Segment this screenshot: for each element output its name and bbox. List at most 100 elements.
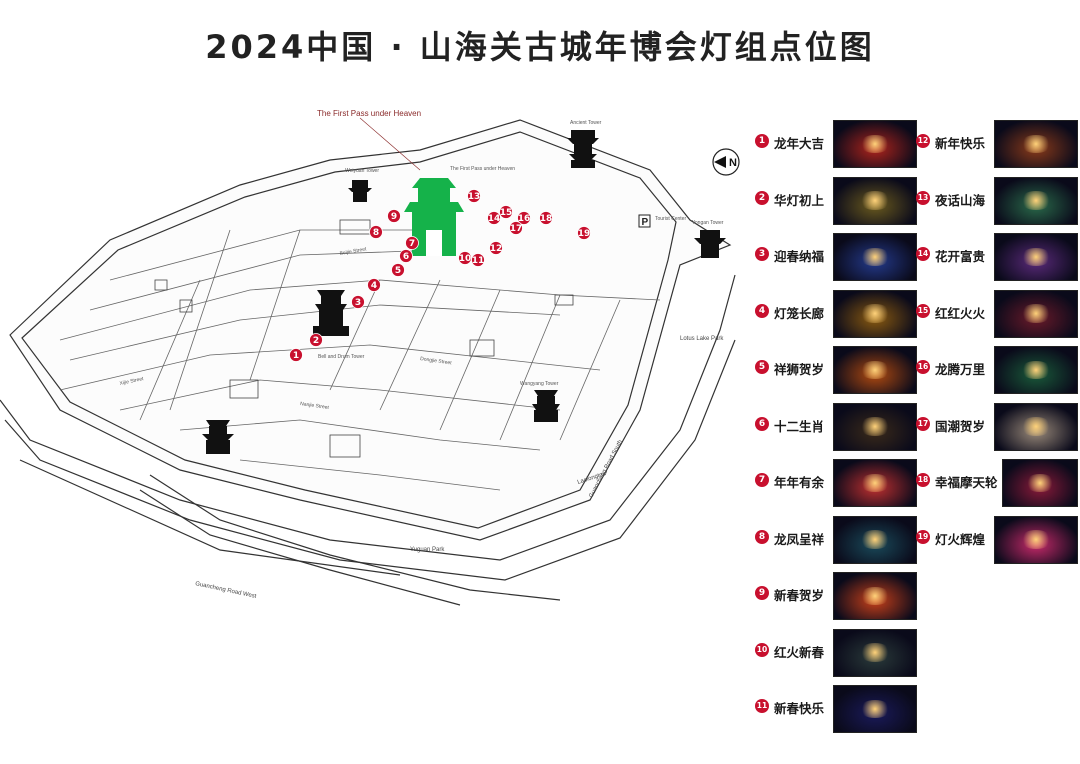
map-pin-5[interactable]: 5 (391, 263, 405, 277)
map-pin-13[interactable]: 13 (467, 189, 481, 203)
lantern-glow (858, 473, 892, 493)
road-label-west: Guancheng Road West (195, 581, 257, 600)
map-pin-3[interactable]: 3 (351, 295, 365, 309)
map-pin-number: 6 (403, 252, 409, 262)
old-town-map[interactable]: N P The First Pass under Heaven Guanchen… (0, 80, 740, 764)
legend-label: 新春快乐 (774, 701, 825, 716)
map-pin-8[interactable]: 8 (369, 225, 383, 239)
lantern-glow (858, 247, 892, 267)
map-pin-circle[interactable] (539, 211, 553, 225)
map-pin-number: 19 (578, 229, 591, 239)
map-pin-circle[interactable] (487, 211, 501, 225)
lantern-glow (858, 360, 892, 380)
map-pin-circle[interactable] (467, 189, 481, 203)
map-pin-15[interactable]: 15 (499, 205, 513, 219)
lantern-glow (858, 417, 892, 436)
map-pin-circle[interactable] (351, 295, 365, 309)
map-pin-circle[interactable] (367, 278, 381, 292)
legend-label: 夜话山海 (935, 192, 986, 208)
map-pin-circle[interactable] (369, 225, 383, 239)
map-pin-11[interactable]: 11 (471, 253, 485, 267)
legend-lantern-photo (1002, 459, 1078, 507)
map-pin-circle[interactable] (517, 211, 531, 225)
map-pin-number: 14 (488, 214, 501, 224)
map-pin-circle[interactable] (499, 205, 513, 219)
map-pin-2[interactable]: 2 (309, 333, 323, 347)
legend-label: 花开富贵 (935, 249, 986, 264)
legend-number-badge: 18 (916, 473, 930, 487)
map-pin-9[interactable]: 9 (387, 209, 401, 223)
legend-label: 红火新春 (774, 644, 825, 660)
map-pin-number: 11 (472, 256, 485, 266)
map-pin-number: 4 (371, 281, 377, 291)
map-pin-circle[interactable] (399, 249, 413, 263)
map-pin-7[interactable]: 7 (405, 236, 419, 250)
legend-lantern-photo (833, 176, 917, 225)
legend-number-badge: 9 (755, 586, 769, 600)
map-label-nanjie: Nanjie Street (300, 401, 330, 411)
map-pin-18[interactable]: 18 (539, 211, 553, 225)
legend-lantern-photo (833, 685, 917, 733)
map-pin-circle[interactable] (577, 226, 591, 240)
map-pin-19[interactable]: 19 (577, 226, 591, 240)
city-wall (0, 119, 736, 606)
parking-label: P (642, 217, 649, 228)
legend-label: 新春贺岁 (774, 588, 825, 603)
map-pin-circle[interactable] (391, 263, 405, 277)
map-pin-circle[interactable] (489, 241, 503, 255)
map-pin-number: 3 (355, 298, 361, 308)
map-pin-circle[interactable] (289, 348, 303, 362)
legend-lantern-photo (994, 176, 1078, 225)
lantern-glow (858, 304, 892, 323)
map-pin-number: 15 (500, 208, 513, 218)
legend-lantern-photo (833, 233, 917, 281)
parking-sign: P (638, 214, 651, 228)
map-pin-17[interactable]: 17 (509, 221, 523, 235)
map-pin-6[interactable]: 6 (399, 249, 413, 263)
legend-lantern-photo (833, 459, 917, 507)
legend-label: 十二生肖 (774, 418, 825, 434)
tower-icons (202, 130, 726, 454)
map-pin-number: 17 (510, 224, 523, 234)
lantern-glow (1019, 530, 1053, 549)
lantern-glow (858, 699, 892, 719)
legend-item-9[interactable]: 9 新春贺岁 (755, 572, 917, 620)
map-pin-12[interactable]: 12 (489, 241, 503, 255)
map-pin-circle[interactable] (387, 209, 401, 223)
map-pin-14[interactable]: 14 (487, 211, 501, 225)
map-pin-10[interactable]: 10 (458, 251, 472, 265)
map-pin-circle[interactable] (405, 236, 419, 250)
map-pin-16[interactable]: 16 (517, 211, 531, 225)
map-pin-circle[interactable] (509, 221, 523, 235)
map-pin-circle[interactable] (471, 253, 485, 267)
map-pin-number: 2 (313, 336, 319, 346)
legend-lantern-photo (994, 289, 1078, 338)
map-pin-1[interactable]: 1 (289, 348, 303, 362)
lantern-glow (1019, 304, 1053, 323)
first-pass-tower (404, 178, 464, 256)
map-pin-circle[interactable] (309, 333, 323, 347)
lantern-glow (858, 643, 892, 662)
legend-lantern-photo (833, 628, 917, 677)
map-pin-4[interactable]: 4 (367, 278, 381, 292)
legend-label: 龙年大吉 (774, 136, 825, 151)
